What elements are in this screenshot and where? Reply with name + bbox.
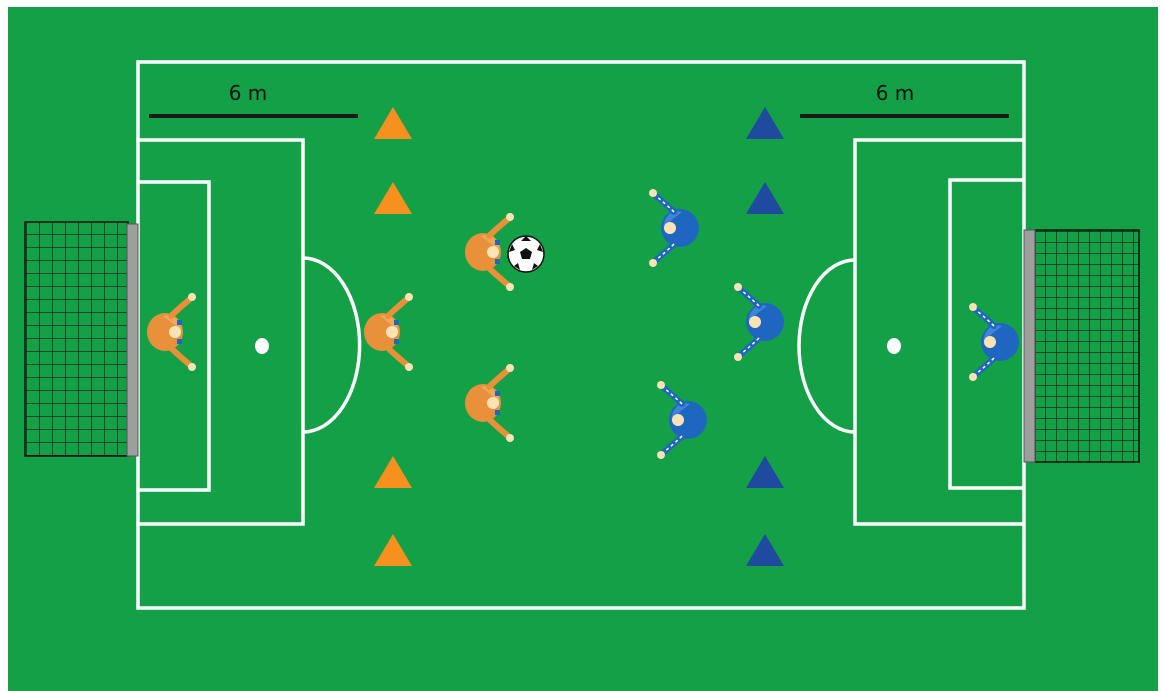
- right-goal: [1024, 230, 1139, 462]
- left-penalty-spot: [255, 338, 269, 354]
- right-measure-label: 6 m: [876, 81, 915, 105]
- left-goal: [25, 222, 138, 456]
- left-measure-label: 6 m: [229, 81, 268, 105]
- left-goal-post: [127, 224, 138, 456]
- soccer-ball: [508, 236, 544, 272]
- right-goal-post: [1024, 230, 1035, 462]
- right-penalty-spot: [887, 338, 901, 354]
